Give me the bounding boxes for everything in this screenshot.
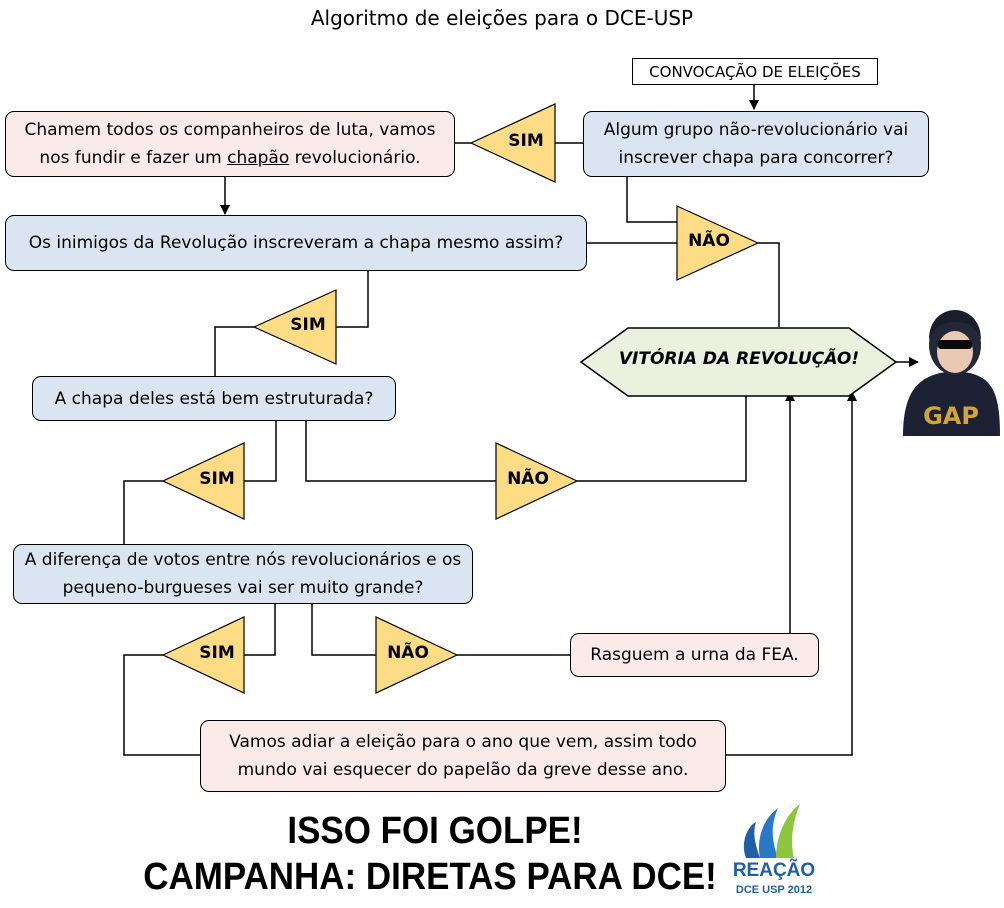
question-slate-structured: A chapa deles está bem estruturada? bbox=[32, 376, 396, 421]
line-structured-to-nao bbox=[305, 421, 496, 482]
label-sim-4: SIM bbox=[199, 643, 235, 663]
line-difference-to-nao bbox=[311, 604, 376, 656]
question-group-registers: Algum grupo não-revolucionário vai inscr… bbox=[583, 111, 929, 177]
reacao-logo-icon bbox=[743, 804, 800, 858]
question-vote-difference: A diferença de votos entre nós revolucio… bbox=[13, 544, 473, 604]
avatar-hoodie-print: GAP bbox=[923, 402, 979, 430]
logo-name: REAÇÃO bbox=[732, 860, 816, 881]
line-group-to-nao bbox=[626, 176, 677, 223]
line-structured-to-sim bbox=[244, 421, 277, 482]
triangle-nao-2 bbox=[495, 442, 579, 520]
slogan-coup: ISSO FOI GOLPE! bbox=[287, 810, 583, 852]
triangle-nao-3 bbox=[375, 616, 459, 694]
triangle-nao-1 bbox=[676, 205, 760, 281]
label-nao-3: NÃO bbox=[387, 643, 429, 663]
action-tear-ballot-box: Rasguem a urna da FEA. bbox=[570, 633, 819, 677]
line-sim-to-structured bbox=[214, 326, 254, 377]
triangle-sim-3 bbox=[161, 442, 245, 520]
diagram-title: Algoritmo de eleições para o DCE-USP bbox=[310, 6, 694, 30]
question-enemies-registered: Os inimigos da Revolução inscreveram a c… bbox=[5, 215, 587, 271]
line-sim-to-postpone bbox=[123, 654, 200, 756]
merge-text-post: revolucionário. bbox=[294, 148, 421, 168]
label-sim-3: SIM bbox=[199, 469, 235, 489]
line-nao-to-victory-2 bbox=[577, 396, 747, 482]
hooded-person-avatar: GAP bbox=[903, 310, 1000, 436]
triangle-sim-1 bbox=[469, 103, 556, 183]
line-difference-to-sim bbox=[244, 604, 276, 656]
label-sim-1: SIM bbox=[508, 131, 544, 151]
label-nao-1: NÃO bbox=[688, 231, 730, 251]
label-nao-2: NÃO bbox=[507, 469, 549, 489]
arrow-postpone-to-victory bbox=[726, 391, 857, 756]
label-sim-2: SIM bbox=[290, 315, 326, 335]
start-node: CONVOCAÇÃO DE ELEIÇÕES bbox=[632, 58, 878, 85]
victory-hexagon bbox=[579, 327, 898, 397]
merge-text-pre: Chamem todos os companheiros de luta, va… bbox=[24, 120, 436, 168]
action-merge-slate: Chamem todos os companheiros de luta, va… bbox=[5, 111, 455, 177]
merge-text-keyword: chapão bbox=[227, 148, 290, 168]
logo-subtitle: DCE USP 2012 bbox=[735, 884, 813, 896]
triangle-sim-4 bbox=[161, 616, 245, 694]
line-enemies-to-sim bbox=[336, 271, 369, 328]
action-postpone-election: Vamos adiar a eleição para o ano que vem… bbox=[200, 720, 726, 792]
triangle-sim-2 bbox=[252, 289, 337, 365]
slogan-campaign: CAMPANHA: DIRETAS PARA DCE! bbox=[143, 856, 717, 898]
line-nao-to-victory bbox=[758, 242, 780, 327]
line-sim-to-difference bbox=[123, 480, 163, 545]
victory-label: VITÓRIA DA REVOLUÇÃO! bbox=[618, 349, 860, 369]
